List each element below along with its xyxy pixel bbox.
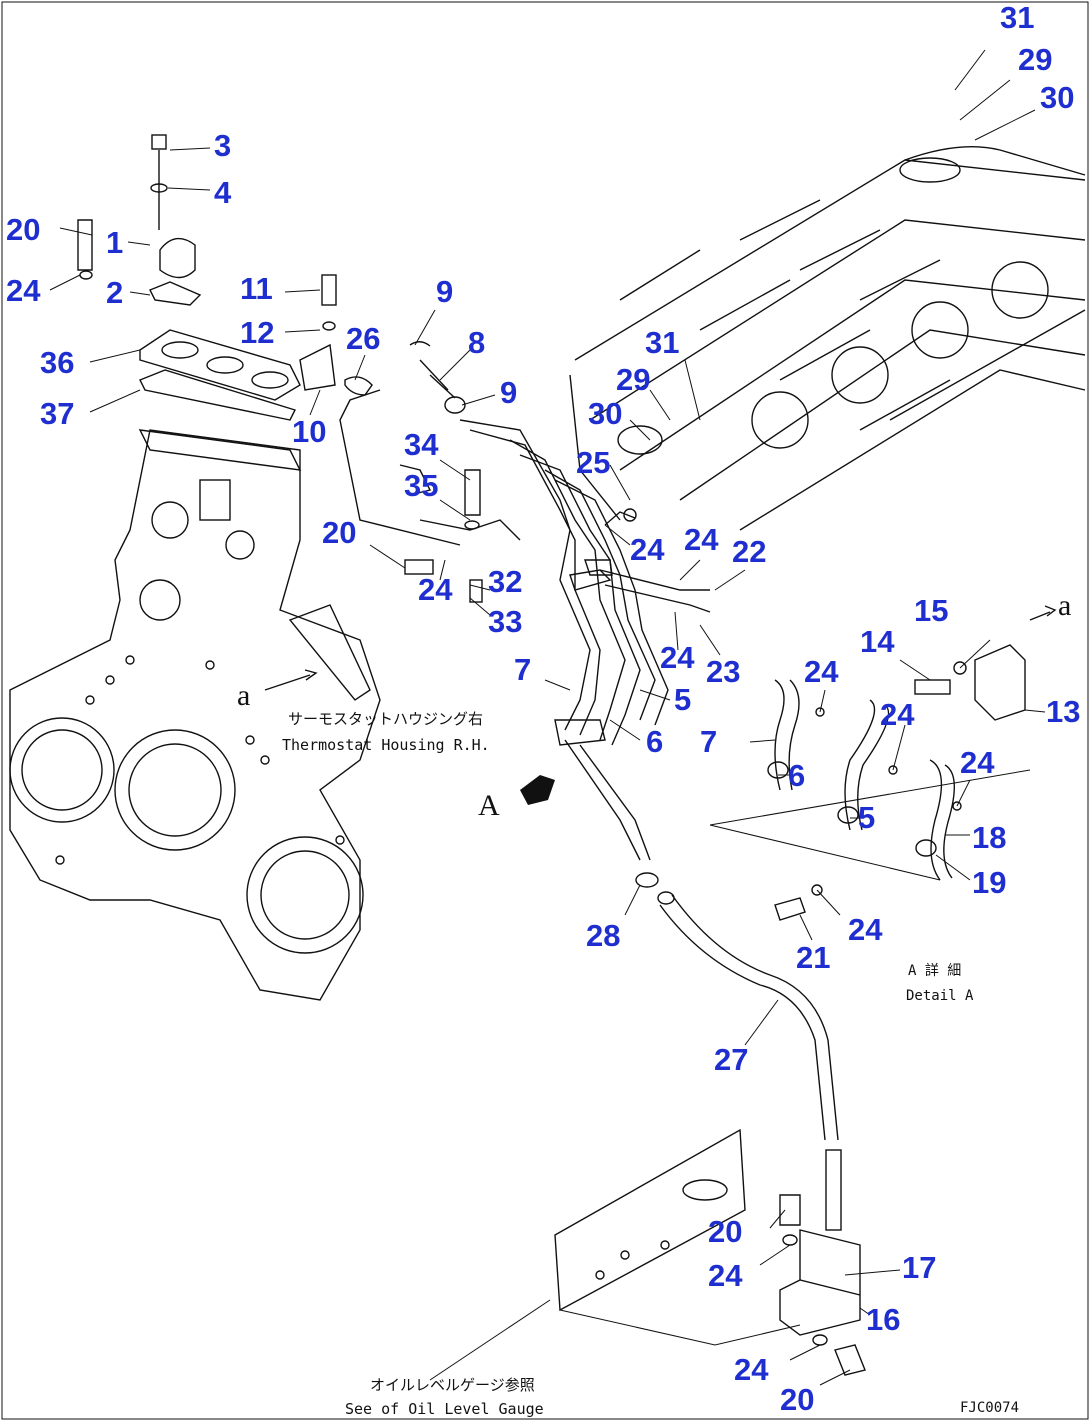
callout-20-b: 20 [322,515,356,550]
callout-22: 22 [732,534,766,569]
callout-6-b: 6 [788,758,805,793]
arrow-a-right [1029,605,1057,621]
leader-lines [49,49,1046,1386]
thermostat-note-en: Thermostat Housing R.H. [282,736,490,754]
callout-1: 1 [106,225,123,260]
callout-34: 34 [404,427,439,462]
callout-20-c: 20 [708,1214,742,1249]
callout-9-b: 9 [500,375,517,410]
callout-4: 4 [214,175,232,210]
callout-16: 16 [866,1302,900,1337]
callout-2: 2 [106,275,123,310]
oil-gauge-note-en: See of Oil Level Gauge [345,1400,544,1418]
callout-37: 37 [40,396,74,431]
callout-23: 23 [706,654,740,689]
callout-30-b: 30 [588,396,622,431]
callout-27: 27 [714,1042,748,1077]
callout-12: 12 [240,315,274,350]
callout-15: 15 [914,593,948,628]
callout-35: 35 [404,468,438,503]
callout-10: 10 [292,414,326,449]
callout-26: 26 [346,321,380,356]
thermostat-note-jp: サーモスタットハウジング右 [288,710,483,728]
view-a-marker [520,775,555,805]
callout-24-i: 24 [848,912,883,947]
engine-block [569,146,1086,531]
callout-24-j: 24 [708,1258,743,1293]
callout-20: 20 [6,212,40,247]
callout-11: 11 [240,271,273,306]
callout-3: 3 [214,128,231,163]
callout-7-b: 7 [700,724,717,759]
callout-24-f: 24 [804,654,839,689]
callout-numbers: 31 29 30 3 4 20 1 24 2 11 12 9 8 9 36 37… [6,0,1080,1417]
gear-case [9,429,381,1001]
callout-29: 29 [1018,42,1052,77]
callout-6: 6 [646,724,663,759]
callout-9: 9 [436,274,453,309]
callout-24-k: 24 [734,1352,769,1387]
marker-a-left: a [237,679,250,712]
callout-25: 25 [576,445,610,480]
view-a-label: A [478,789,500,822]
callout-5: 5 [674,682,691,717]
callout-24-c: 24 [630,532,665,567]
callout-24-b: 24 [418,572,453,607]
callout-32: 32 [488,564,522,599]
callout-7: 7 [514,652,531,687]
callout-31: 31 [1000,0,1034,35]
callout-24-h: 24 [960,745,995,780]
marker-a-right: a [1058,589,1071,622]
drawing-code: FJC0074 [960,1400,1019,1416]
callout-24-e: 24 [660,640,695,675]
callout-24-d: 24 [684,522,719,557]
callout-19: 19 [972,865,1006,900]
detail-a-jp: A 詳 細 [908,963,961,979]
callout-28: 28 [586,918,620,953]
callout-24-g: 24 [880,697,915,732]
callout-29-b: 29 [616,362,650,397]
callout-5-b: 5 [858,800,875,835]
annotations: a a A サーモスタットハウジング右 Thermostat Housing R… [237,589,1071,1418]
callout-31-b: 31 [645,325,679,360]
callout-18: 18 [972,820,1006,855]
callout-33: 33 [488,604,522,639]
callout-8: 8 [468,325,485,360]
callout-14: 14 [860,624,895,659]
oil-gauge-bracket [554,1128,866,1376]
detail-a-en: Detail A [906,988,974,1004]
detail-a [709,644,1031,921]
oil-gauge-note-jp: オイルレベルゲージ参照 [370,1376,535,1394]
callout-36: 36 [40,345,74,380]
callout-17: 17 [902,1250,936,1285]
callout-13: 13 [1046,694,1080,729]
arrow-a-left [264,669,318,691]
callout-21: 21 [796,940,830,975]
callout-24: 24 [6,273,41,308]
callout-20-d: 20 [780,1382,814,1417]
callout-30: 30 [1040,80,1074,115]
water-pipes [339,341,842,1231]
